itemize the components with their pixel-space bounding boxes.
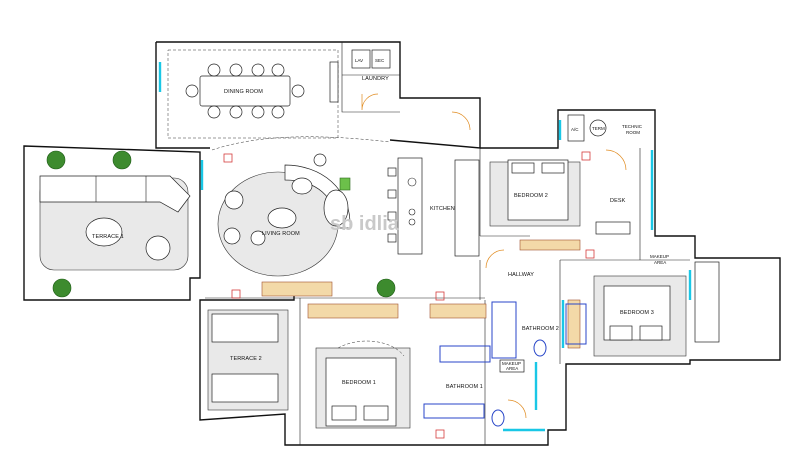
desk-label: DESK	[610, 198, 626, 204]
hallway: HALLWAY	[485, 249, 595, 278]
makeup2-line-2: AREA	[654, 260, 666, 265]
term-label: TERM	[592, 126, 605, 131]
windows	[158, 62, 692, 432]
makeup1-line-1: MAKEUP	[502, 361, 521, 366]
ac-label: A/C	[571, 127, 579, 132]
bedroom-3: BEDROOM 3 MAKEUP AREA	[567, 254, 720, 357]
bedroom-1: BEDROOM 1	[307, 303, 411, 429]
makeup1-line-2: AREA	[506, 366, 518, 371]
bathroom-2: BATHROOM 2	[491, 301, 587, 359]
dining-room: DINING ROOM	[167, 49, 339, 139]
bedroom-2-label: BEDROOM 2	[514, 193, 548, 199]
bathroom-2-label: BATHROOM 2	[522, 326, 559, 332]
bathroom-1: BATHROOM 1 MAKEUP AREA	[423, 303, 527, 439]
laundry-label: LAUNDRY	[362, 76, 389, 82]
plant-icons	[46, 150, 396, 298]
terrace-2-label: TERRACE 2	[230, 356, 262, 362]
technic-line-1: TECHNIC	[622, 124, 643, 129]
makeup-area-1-label: MAKEUP AREA	[502, 361, 522, 371]
makeup2-line-1: MAKEUP	[650, 254, 669, 259]
bedroom-2: BEDROOM 2 DESK	[489, 149, 631, 251]
technic-room-label: TECHNIC ROOM	[622, 124, 643, 135]
dining-room-label: DINING ROOM	[224, 89, 263, 95]
terrace-1-label: TERRACE 1	[92, 234, 124, 240]
sec-label: SEC	[375, 58, 385, 63]
technic-room: A/C TERM TECHNIC ROOM	[567, 114, 643, 142]
terrace-1: TERRACE 1	[39, 150, 396, 298]
lav-label: LAV	[355, 58, 363, 63]
living-room-label: LIVING ROOM	[262, 231, 300, 237]
dining-table	[199, 75, 291, 107]
bedroom-3-label: BEDROOM 3	[620, 310, 654, 316]
hallway-label: HALLWAY	[508, 272, 534, 278]
bedroom-1-label: BEDROOM 1	[342, 380, 376, 386]
outer-walls	[23, 41, 781, 446]
kitchen: KITCHEN	[387, 157, 480, 257]
technic-line-2: ROOM	[626, 130, 640, 135]
bathroom-1-label: BATHROOM 1	[446, 384, 483, 390]
dining-chairs	[185, 63, 305, 119]
electrical-markers	[223, 111, 591, 301]
living-room: LIVING ROOM	[211, 136, 391, 297]
terrace-2: TERRACE 2	[207, 309, 289, 411]
laundry-room: LAV SEC LAUNDRY	[351, 49, 391, 111]
makeup-area-2-label: MAKEUP AREA	[650, 254, 670, 265]
watermark: sb idlia	[330, 213, 400, 235]
kitchen-label: KITCHEN	[430, 206, 455, 212]
